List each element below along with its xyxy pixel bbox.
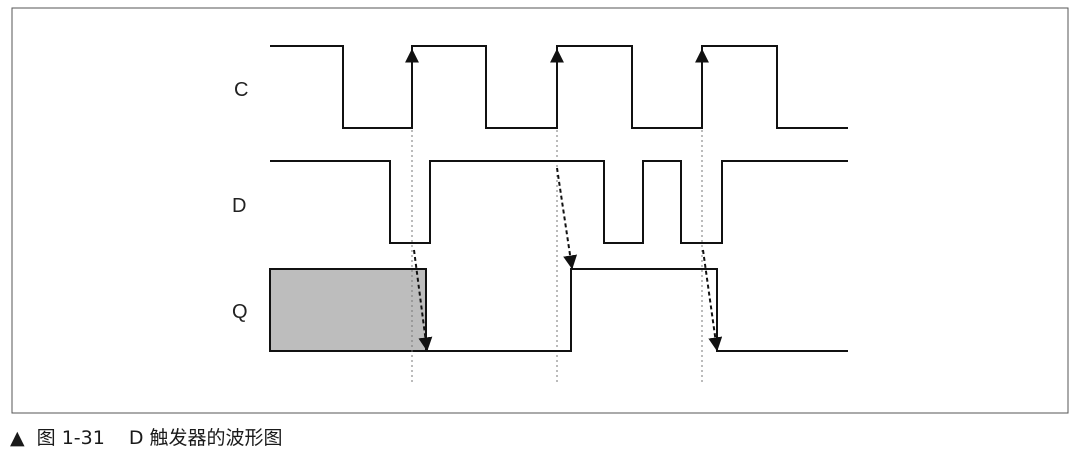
- causal-arrow-1: [413, 249, 433, 352]
- waveform-c: [270, 45, 848, 129]
- waveform-q: [426, 268, 848, 352]
- signal-label-q: Q: [232, 301, 248, 323]
- figure-frame: [11, 7, 1069, 414]
- causal-arrow-3: [702, 249, 723, 352]
- signal-label-c: C: [234, 79, 248, 101]
- q-unknown-state-region: [269, 268, 427, 352]
- caption-marker: ▲: [10, 427, 25, 449]
- figure-caption: ▲ 图 1-31 D 触发器的波形图: [10, 427, 283, 449]
- caption-title: D 触发器的波形图: [129, 427, 283, 449]
- caption-number: 图 1-31: [37, 427, 105, 449]
- signal-label-d: D: [232, 195, 246, 217]
- causal-arrow-2: [556, 167, 578, 270]
- waveform-d: [270, 160, 848, 244]
